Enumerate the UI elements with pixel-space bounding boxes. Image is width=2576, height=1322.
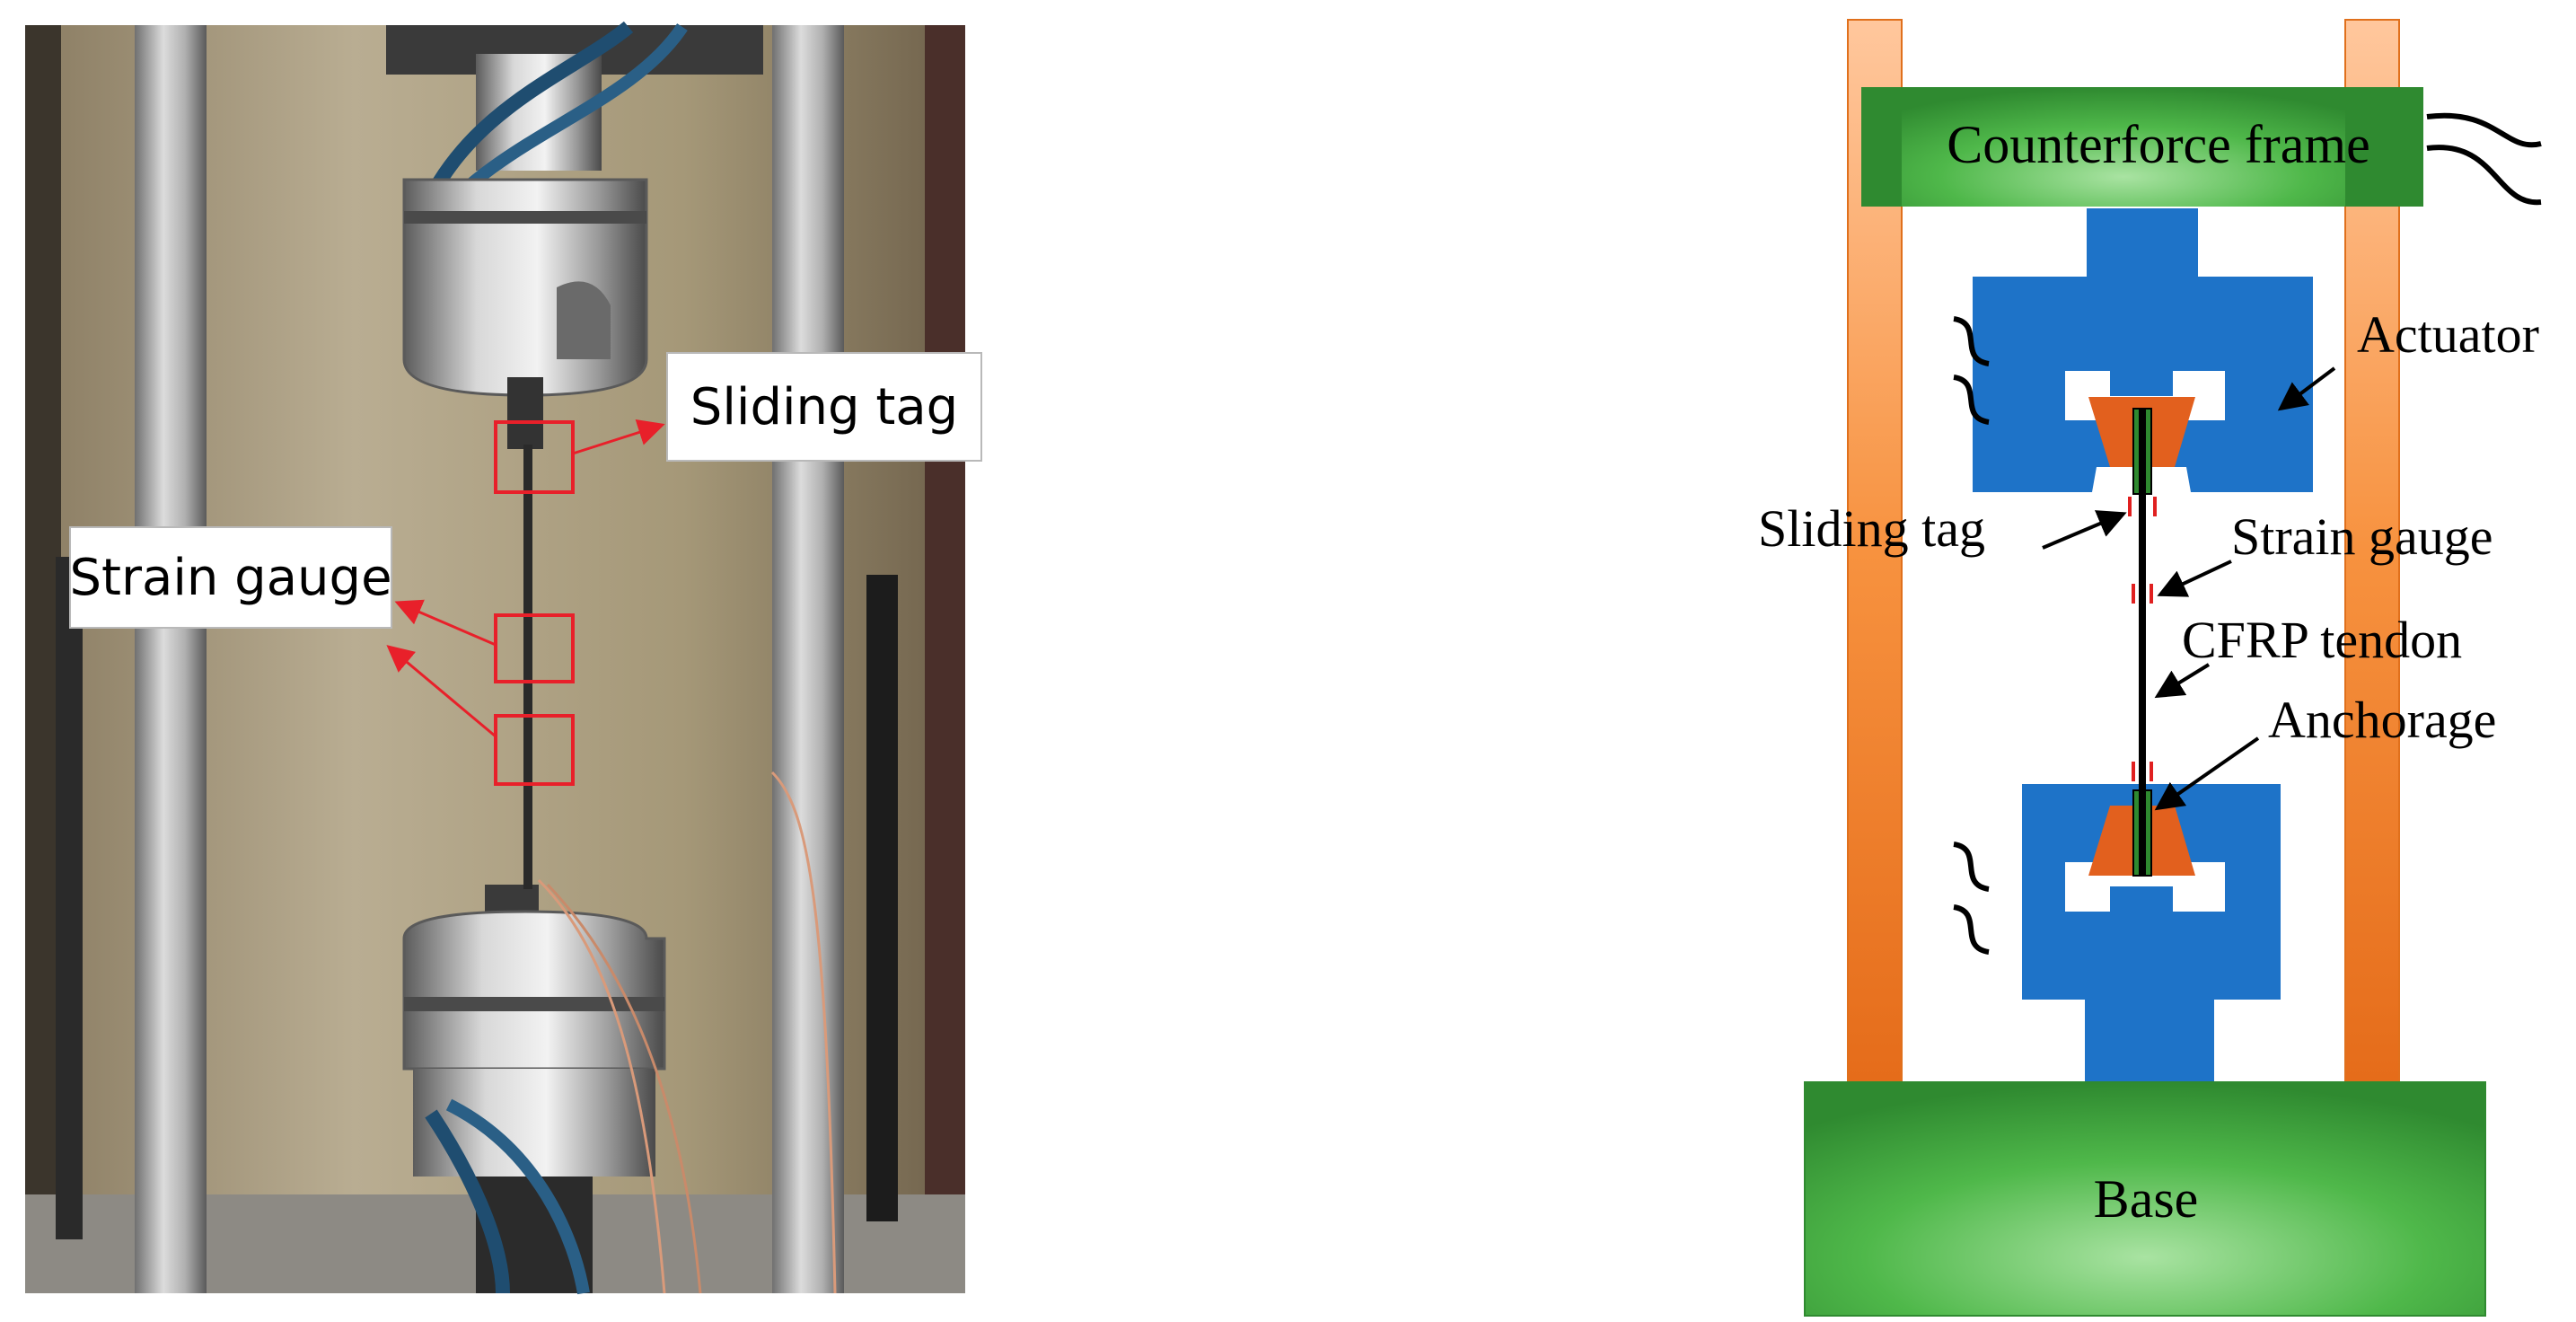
strain-gauge-arrow (2157, 560, 2232, 597)
photo-strain-gauge-label: Strain gauge (69, 526, 392, 629)
actuator-piston (2087, 208, 2198, 277)
photo-left-edge (25, 25, 61, 1293)
counterforce-frame-label: Counterforce frame (1947, 115, 2369, 174)
photo-strain-gauge-box-2 (494, 714, 575, 786)
photo-top-wedge (507, 377, 543, 449)
test-setup-photo (25, 21, 965, 1295)
counterforce-frame (1902, 87, 2345, 207)
frame-hydraulic-line-icon (2426, 112, 2542, 206)
anchorage-label: Anchorage (2268, 691, 2496, 749)
bottom-grip-pedestal (2085, 1000, 2214, 1082)
actuator-label: Actuator (2357, 305, 2539, 364)
photo-sliding-tag-arrow (572, 419, 665, 455)
photo-top-grip-band (404, 211, 646, 224)
actuator-hydraulic-line-icon (1953, 316, 1990, 425)
photo-wire-1 (537, 878, 666, 1294)
photo-right-rod (866, 575, 898, 1221)
photo-strain-gauge-box-1 (494, 613, 575, 683)
photo-right-curtain (925, 25, 965, 1293)
photo-bottom-grip-band (404, 997, 664, 1011)
sliding-tag-label: Sliding tag (1758, 499, 1985, 558)
photo-sliding-tag-box (494, 420, 575, 494)
photo-sliding-tag-label: Sliding tag (666, 352, 982, 462)
photo-hose-top-1 (415, 21, 634, 219)
photo-wire-2 (546, 883, 702, 1294)
cfrp-tendon (2139, 409, 2146, 876)
gauge-ticks (2128, 497, 2157, 781)
photo-left-column (135, 25, 207, 1293)
actuator-arrow (2277, 366, 2336, 411)
photo-strain-gauge-arrow-1 (394, 599, 497, 647)
bottom-hydraulic-line-icon (1953, 842, 1990, 955)
strain-gauge-label: Strain gauge (2231, 507, 2493, 566)
bottom-grip-cavity-plug (2110, 886, 2173, 912)
cfrp-tendon-label: CFRP tendon (2182, 611, 2462, 669)
photo-right-column (772, 25, 844, 1293)
photo-bottom-grip-base (413, 1069, 655, 1177)
photo-hose-bottom-2 (445, 1098, 590, 1295)
photo-left-rod (56, 557, 83, 1239)
test-setup-schematic: Counterforce frame Actuator Sliding tag … (1758, 19, 2542, 1317)
sliding-tag-arrow (2042, 510, 2127, 550)
photo-cfrp-tendon (523, 445, 532, 889)
cfrp-tendon-arrow (2154, 663, 2211, 699)
anchorage-arrow (2154, 736, 2260, 811)
photo-hose-bottom-1 (425, 1109, 510, 1294)
photo-top-grip-slot (557, 281, 611, 359)
base (1804, 1081, 2486, 1317)
base-label: Base (2094, 1169, 2199, 1229)
photo-strain-gauge-arrow-2 (386, 645, 497, 738)
photo-wire-3 (770, 771, 837, 1294)
actuator-cavity-plug (2110, 371, 2173, 396)
